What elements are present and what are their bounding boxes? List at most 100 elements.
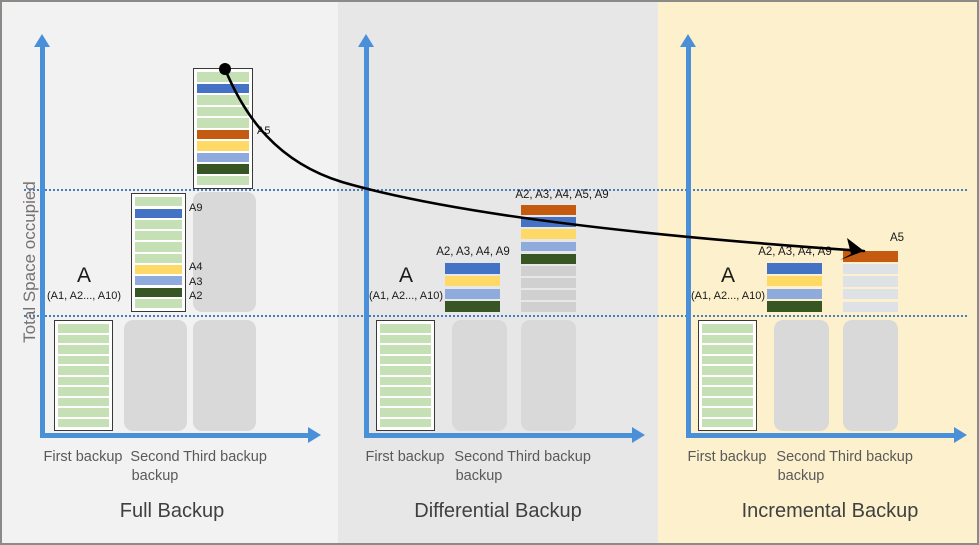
stack-segment — [197, 129, 249, 139]
x-axis-arrowhead-panel-1 — [632, 427, 645, 443]
stack-p1-third-backup[interactable] — [521, 205, 576, 312]
label-a-sub-p2: (A1, A2..., A10) — [691, 290, 765, 302]
stack-segment — [521, 229, 576, 240]
y-axis-title: Total Space occupied — [20, 181, 39, 343]
stack-segment — [197, 118, 249, 128]
stack-segment — [135, 242, 182, 252]
ghost-block-p0-s3-lower — [193, 320, 256, 431]
stack-segment — [58, 334, 109, 343]
panel-title-differential-backup: Differential Backup — [414, 500, 582, 522]
stack-segment — [843, 251, 898, 262]
stack-segment — [380, 345, 431, 354]
stack-segment — [197, 152, 249, 162]
stack-p2-first-backup[interactable] — [698, 320, 757, 431]
stack-segment — [135, 208, 182, 218]
cap-label-p2-second: A2, A3, A4, A9 — [758, 246, 832, 258]
stack-p0-second-backup[interactable] — [131, 193, 186, 312]
label-a-sub-p1: (A1, A2..., A10) — [369, 290, 443, 302]
cap-label-p1-second: A2, A3, A4, A9 — [436, 246, 510, 258]
stack-segment — [843, 288, 898, 300]
label-a-sub-p0: (A1, A2..., A10) — [47, 290, 121, 302]
stack-segment — [702, 324, 753, 333]
ghost-block-p2-s2-lower — [774, 320, 829, 431]
stack-p1-first-backup[interactable] — [376, 320, 435, 431]
ghost-block-p0-s2-lower — [124, 320, 187, 431]
stack-segment — [445, 263, 500, 274]
x-category-label: Third backup — [507, 449, 591, 465]
stack-segment — [58, 376, 109, 385]
stack-segment — [58, 387, 109, 396]
stack-segment — [521, 277, 576, 288]
stack-segment — [445, 288, 500, 300]
stack-p2-third-backup[interactable] — [843, 251, 898, 312]
stack-segment — [58, 355, 109, 364]
x-category-label: Second backup — [454, 449, 504, 484]
x-category-p0-second: Second backup — [109, 448, 201, 485]
x-category-label: First backup — [365, 449, 445, 465]
stack-segment — [521, 265, 576, 276]
stack-segment — [380, 355, 431, 364]
stack-segment — [197, 164, 249, 174]
stack-segment — [702, 355, 753, 364]
stack-segment — [197, 72, 249, 82]
panel-title-full-backup: Full Backup — [119, 500, 225, 522]
seg-label-p0s1-a2: A2 — [189, 290, 203, 302]
x-category-p2-third: Third backup — [825, 448, 917, 467]
stack-segment — [135, 265, 182, 275]
stack-segment — [380, 387, 431, 396]
stack-segment — [702, 397, 753, 406]
y-axis-arrowhead-panel-1 — [358, 34, 374, 47]
x-axis-line-panel-2 — [686, 433, 956, 438]
stack-segment — [521, 253, 576, 264]
x-category-label: Third backup — [829, 449, 913, 465]
stack-segment — [197, 175, 249, 185]
stack-segment — [380, 376, 431, 385]
stack-segment — [843, 276, 898, 287]
panel-title-incremental-backup: Incremental Backup — [741, 500, 919, 522]
x-axis-line-panel-1 — [364, 433, 634, 438]
stack-segment — [767, 288, 822, 300]
x-category-p0-first: First backup — [37, 448, 129, 467]
stack-segment — [521, 205, 576, 216]
stack-segment — [702, 418, 753, 427]
stack-segment — [702, 376, 753, 385]
stack-p1-second-backup[interactable] — [445, 263, 500, 312]
y-axis-line-panel-0 — [40, 46, 45, 436]
x-category-label: First backup — [43, 449, 123, 465]
ghost-block-p1-s3-lower — [521, 320, 576, 431]
stack-segment — [521, 289, 576, 300]
stack-segment — [702, 366, 753, 375]
stack-segment — [445, 301, 500, 312]
stack-segment — [767, 275, 822, 287]
stack-segment — [767, 263, 822, 274]
y-axis-arrowhead-panel-0 — [34, 34, 50, 47]
stack-segment — [197, 106, 249, 116]
stack-segment — [380, 366, 431, 375]
cap-label-p2-third: A5 — [889, 232, 905, 244]
stack-segment — [521, 217, 576, 228]
y-axis-line-panel-1 — [364, 46, 369, 436]
label-a-p2: A — [720, 264, 735, 287]
stack-segment — [197, 83, 249, 93]
stack-segment — [197, 141, 249, 151]
stack-segment — [702, 387, 753, 396]
stack-p2-second-backup[interactable] — [767, 263, 822, 312]
stack-segment — [135, 253, 182, 263]
stack-segment — [197, 95, 249, 105]
x-category-p2-second: Second backup — [755, 448, 847, 485]
stack-p0-first-backup[interactable] — [54, 320, 113, 431]
ghost-block-p2-s3-lower — [843, 320, 898, 431]
stack-segment — [843, 301, 898, 312]
stack-segment — [58, 418, 109, 427]
stack-segment — [380, 324, 431, 333]
stack-segment — [380, 397, 431, 406]
stack-segment — [58, 324, 109, 333]
stack-segment — [58, 397, 109, 406]
x-category-p1-third: Third backup — [503, 448, 595, 467]
seg-label-p0s2-a5: A5 — [257, 125, 271, 137]
stack-p0-third-backup[interactable] — [193, 68, 253, 189]
x-category-label: Third backup — [183, 449, 267, 465]
seg-label-p0s1-a9: A9 — [189, 202, 203, 214]
x-category-p2-first: First backup — [681, 448, 773, 467]
